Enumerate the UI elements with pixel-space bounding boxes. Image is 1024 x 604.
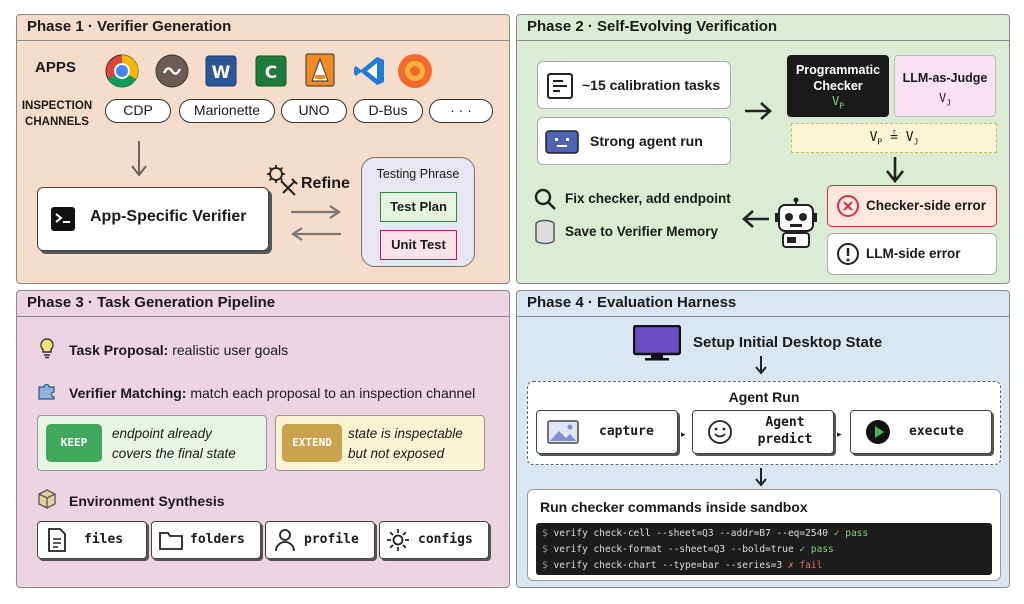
verifier-label: App-Specific Verifier <box>90 208 247 225</box>
env-profile: profile <box>265 521 375 559</box>
calibration-label: ~15 calibration tasks <box>582 77 721 93</box>
x-circle-icon <box>837 195 859 217</box>
save-memory-label: Save to Verifier Memory <box>565 224 719 239</box>
unit-test: Unit Test <box>380 230 457 260</box>
monitor-icon <box>633 325 681 361</box>
phase3-panel: Phase 3 · Task Generation Pipeline Task … <box>16 290 510 588</box>
document-list-icon <box>547 73 573 99</box>
compare-box: VP ≟ VJ <box>791 123 997 153</box>
env-configs: configs <box>379 521 489 559</box>
bidirectional-arrows-icon <box>291 205 341 241</box>
keep-card: KEEP endpoint already covers the final s… <box>37 415 267 471</box>
llm-as-judge: LLM-as-Judge VJ <box>894 55 996 117</box>
step-capture: capture <box>536 410 678 454</box>
app-specific-verifier: App-Specific Verifier <box>37 187 269 251</box>
run-checker-label: Run checker commands inside sandbox <box>540 499 808 515</box>
env-synthesis: Environment Synthesis <box>69 493 225 509</box>
play-icon <box>866 420 890 444</box>
verifier-matching: Verifier Matching: match each proposal t… <box>69 385 476 401</box>
svg-text:W: W <box>212 63 231 83</box>
exclamation-circle-icon <box>837 243 859 265</box>
checker-sandbox: Run checker commands inside sandbox $ ve… <box>527 489 1001 581</box>
channel-marionette: Marionette <box>179 99 275 123</box>
terminal-icon <box>51 207 75 231</box>
magnifier-icon <box>534 188 556 210</box>
image-icon <box>547 420 579 444</box>
channels-label: INSPECTION CHANNELS <box>21 100 93 128</box>
wave-app-icon <box>155 54 189 88</box>
file-icon <box>48 528 66 552</box>
channel-cdp: CDP <box>105 99 171 123</box>
task-proposal: Task Proposal: realistic user goals <box>69 342 289 358</box>
terminal-line: $ verify check-format --sheet=Q3 --bold=… <box>542 544 834 555</box>
phase4-panel: Phase 4 · Evaluation Harness Setup Initi… <box>516 290 1010 588</box>
agent-run-box: Agent Run capture ▸ Agent predict ▸ <box>527 381 1001 465</box>
phase1-title: Phase 1 · Verifier Generation <box>17 15 509 41</box>
left-arrow-icon <box>742 210 769 228</box>
testing-phrase-box: Testing Phrase Test Plan Unit Test <box>361 157 475 267</box>
agent-run-label: Agent Run <box>728 389 800 405</box>
lightbulb-icon <box>40 338 54 359</box>
llm-side-error: LLM-side error <box>827 233 997 275</box>
down-arrow-icon <box>885 157 905 184</box>
keep-text: endpoint already covers the final state <box>112 426 236 461</box>
vscode-icon <box>354 57 384 85</box>
gear-icon <box>387 529 409 551</box>
checker-side-error: Checker-side error <box>827 185 997 227</box>
vlc-icon <box>305 53 335 87</box>
down-arrow-icon <box>131 141 147 177</box>
terminal-line: $ verify check-cell --sheet=Q3 --addr=B7… <box>542 528 869 539</box>
phase2-panel: Phase 2 · Self-Evolving Verification ~15… <box>516 14 1010 284</box>
refine-label: Refine <box>301 175 350 192</box>
calc-icon: C <box>255 55 287 87</box>
setup-desktop: Setup Initial Desktop State <box>693 334 883 351</box>
fix-checker-label: Fix checker, add endpoint <box>565 191 731 206</box>
puzzle-icon <box>38 383 55 400</box>
phase1-panel: Phase 1 · Verifier Generation APPS W C I… <box>16 14 510 284</box>
step-execute: execute <box>850 410 992 454</box>
terminal-line: $ verify check-chart --type=bar --series… <box>542 560 823 571</box>
phase4-title: Phase 4 · Evaluation Harness <box>517 291 1009 317</box>
smiley-icon <box>708 420 732 444</box>
channel-more: · · · <box>429 99 493 123</box>
down-arrow-icon <box>755 356 767 375</box>
right-arrow-icon <box>745 102 772 120</box>
channel-uno: UNO <box>281 99 347 123</box>
agent-screen-icon <box>545 130 579 154</box>
apps-label: APPS <box>35 59 76 76</box>
phase3-title: Phase 3 · Task Generation Pipeline <box>17 291 509 317</box>
channel-dbus: D-Bus <box>353 99 423 123</box>
programmatic-checker: Programmatic Checker VP <box>787 55 889 117</box>
database-icon <box>535 219 555 245</box>
extend-text: state is inspectable but not exposed <box>348 426 463 461</box>
cube-icon <box>38 489 56 509</box>
down-arrow-icon <box>755 468 767 487</box>
vj-symbol: VJ <box>938 91 952 108</box>
extend-card: EXTEND state is inspectable but not expo… <box>275 415 485 471</box>
step-agent-predict: Agent predict <box>692 410 834 454</box>
step-connector-1: ▸ <box>681 429 686 439</box>
strong-agent-label: Strong agent run <box>590 133 703 149</box>
env-folders: folders <box>151 521 261 559</box>
svg-text:C: C <box>265 63 277 83</box>
env-files: files <box>37 521 147 559</box>
chrome-icon <box>105 54 139 88</box>
user-icon <box>275 529 295 552</box>
strong-agent-run: Strong agent run <box>537 117 731 165</box>
terminal-output: $ verify check-cell --sheet=Q3 --addr=B7… <box>536 523 992 575</box>
test-plan: Test Plan <box>380 192 457 222</box>
calibration-tasks: ~15 calibration tasks <box>537 61 731 109</box>
word-icon: W <box>205 55 237 87</box>
phase2-title: Phase 2 · Self-Evolving Verification <box>517 15 1009 41</box>
keep-badge: KEEP <box>46 424 102 462</box>
step-connector-2: ▸ <box>837 429 842 439</box>
testing-phrase-label: Testing Phrase <box>376 167 460 181</box>
extend-badge: EXTEND <box>282 424 342 462</box>
orange-app-icon <box>398 54 432 88</box>
vp-symbol: VP <box>831 94 845 111</box>
refine-tools-icon <box>267 165 298 196</box>
robot-icon <box>775 197 817 248</box>
folder-icon <box>159 532 183 550</box>
